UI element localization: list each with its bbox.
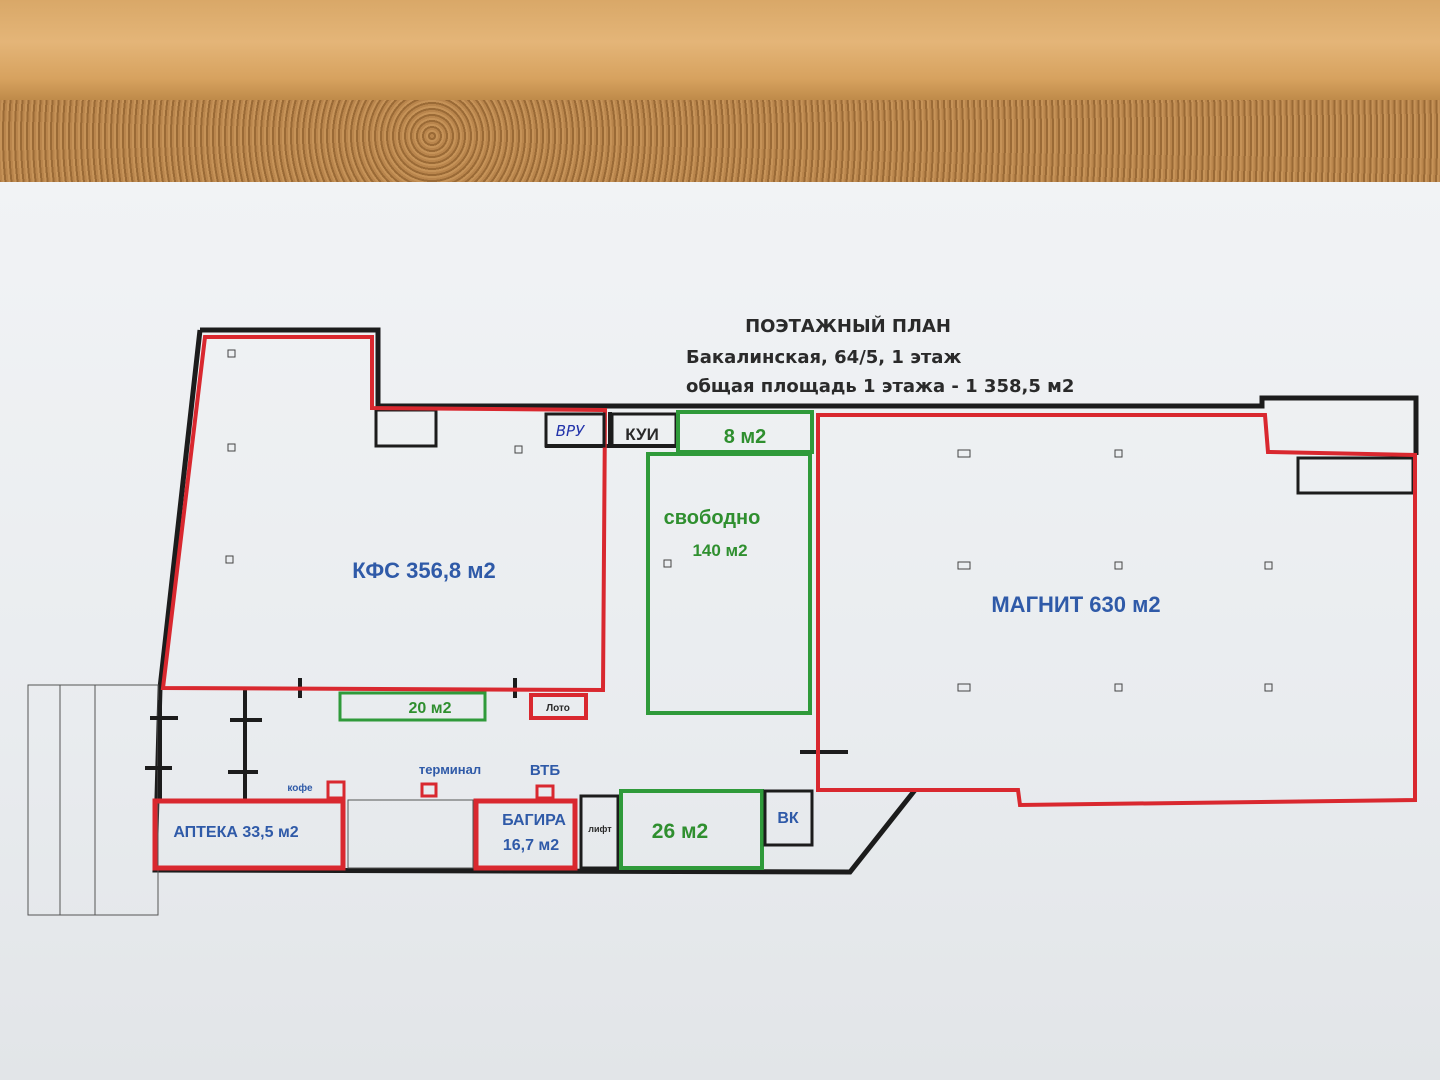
vk-room xyxy=(763,789,814,847)
lift-room xyxy=(579,794,620,870)
cork-board xyxy=(0,100,1440,190)
vtb-atm[interactable] xyxy=(535,784,555,800)
plan-total-area: общая площадь 1 этажа - 1 358,5 м2 xyxy=(686,376,1074,397)
kofe-kiosk[interactable] xyxy=(326,780,346,800)
loto-kiosk[interactable] xyxy=(529,693,588,720)
vru-label: ВРУ xyxy=(556,422,585,440)
bagira-area-label: 16,7 м2 xyxy=(503,837,559,854)
kfc-area[interactable] xyxy=(160,335,608,693)
vru-room xyxy=(544,412,606,448)
loto-label: Лото xyxy=(546,703,570,714)
vk-label: ВК xyxy=(777,810,799,827)
bagira-area[interactable] xyxy=(473,798,578,871)
vtb-label: ВТБ xyxy=(530,762,560,779)
free-area-26-label: 26 м2 xyxy=(652,820,708,843)
plan-title: ПОЭТАЖНЫЙ ПЛАН xyxy=(745,315,951,337)
kofe-label: кофе xyxy=(287,782,313,794)
kui-label: КУИ xyxy=(625,425,659,444)
lift-label: лифт xyxy=(588,824,612,834)
free-area-20-label: 20 м2 xyxy=(409,700,452,717)
free-area-8-label: 8 м2 xyxy=(724,426,767,448)
apteka-label: АПТЕКА 33,5 м2 xyxy=(173,824,298,841)
bagira-label: БАГИРА xyxy=(502,812,566,829)
magnit-label: МАГНИТ 630 м2 xyxy=(991,592,1160,617)
staircase-left xyxy=(27,684,474,916)
kfc-label: КФС 356,8 м2 xyxy=(352,558,496,583)
free-area-140-label: свободно xyxy=(664,507,761,529)
plan-address: Бакалинская, 64/5, 1 этаж xyxy=(686,347,961,368)
free-area-20[interactable] xyxy=(338,691,487,722)
free-area-140[interactable] xyxy=(646,452,812,715)
columns xyxy=(225,349,1273,692)
terminal-kiosk[interactable] xyxy=(420,782,438,798)
terminal-label: терминал xyxy=(419,762,481,777)
interior-walls xyxy=(145,412,848,800)
free-area-140-size: 140 м2 xyxy=(692,541,747,560)
free-area-26[interactable] xyxy=(619,789,764,870)
magnit-area[interactable] xyxy=(816,413,1417,808)
wooden-frame xyxy=(0,0,1440,105)
apteka-area[interactable] xyxy=(152,798,346,871)
